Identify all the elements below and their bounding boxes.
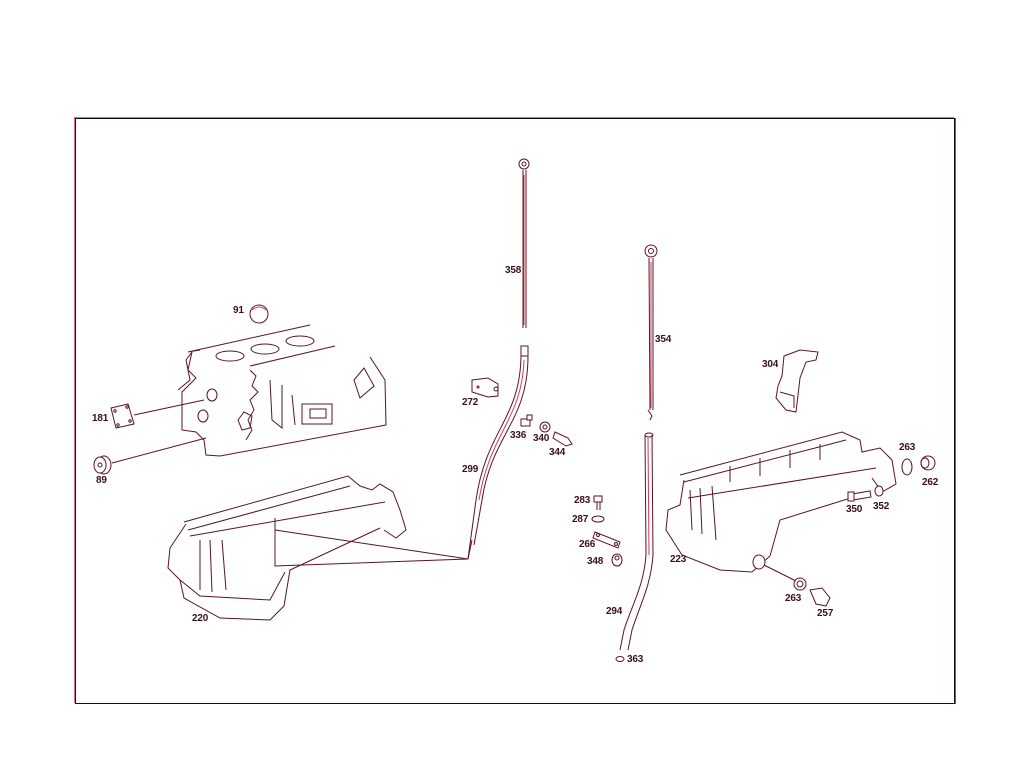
callout-181: 181 bbox=[92, 413, 109, 424]
plug-262[interactable] bbox=[920, 455, 936, 471]
callout-287: 287 bbox=[572, 514, 589, 525]
callout-363: 363 bbox=[627, 654, 644, 665]
bolt-344[interactable] bbox=[552, 431, 573, 447]
seal-263-upper[interactable] bbox=[901, 458, 913, 476]
seal-263-lower[interactable] bbox=[793, 577, 807, 591]
callout-263-upper: 263 bbox=[899, 442, 916, 453]
callout-352: 352 bbox=[873, 501, 890, 512]
part-91-plug[interactable] bbox=[249, 304, 269, 324]
plate-266[interactable] bbox=[592, 531, 621, 549]
bracket-304[interactable] bbox=[775, 349, 819, 413]
callout-294: 294 bbox=[606, 606, 623, 617]
seal-363[interactable] bbox=[615, 656, 625, 662]
diagram-frame bbox=[75, 118, 955, 704]
washer-340[interactable] bbox=[539, 421, 551, 433]
callout-348: 348 bbox=[587, 556, 604, 567]
callout-91: 91 bbox=[233, 305, 244, 316]
callout-223: 223 bbox=[670, 554, 687, 565]
callout-350: 350 bbox=[846, 504, 863, 515]
grommet-348[interactable] bbox=[611, 553, 623, 567]
callout-272: 272 bbox=[462, 397, 479, 408]
oil-pan-220[interactable] bbox=[167, 475, 473, 621]
dipstick-354[interactable] bbox=[644, 244, 658, 421]
callout-358: 358 bbox=[505, 265, 522, 276]
callout-220: 220 bbox=[192, 613, 209, 624]
drain-plug-257[interactable] bbox=[809, 587, 831, 607]
guide-tube-299[interactable] bbox=[467, 345, 529, 560]
callout-257: 257 bbox=[817, 608, 834, 619]
engine-block bbox=[177, 324, 387, 457]
callout-304: 304 bbox=[762, 359, 779, 370]
callout-299: 299 bbox=[462, 464, 479, 475]
clip-336[interactable] bbox=[520, 414, 533, 427]
callout-89: 89 bbox=[96, 475, 107, 486]
callout-354: 354 bbox=[655, 334, 672, 345]
part-89-plug[interactable] bbox=[93, 455, 112, 475]
dipstick-358[interactable] bbox=[518, 158, 530, 328]
washer-352[interactable] bbox=[874, 485, 884, 497]
oil-pan-223[interactable] bbox=[665, 431, 897, 583]
callout-263-lower: 263 bbox=[785, 593, 802, 604]
bracket-272[interactable] bbox=[471, 377, 499, 398]
callout-344: 344 bbox=[549, 447, 566, 458]
part-181-cover[interactable] bbox=[110, 403, 135, 429]
washer-287[interactable] bbox=[591, 515, 605, 523]
callout-340: 340 bbox=[533, 433, 550, 444]
callout-283: 283 bbox=[574, 495, 591, 506]
callout-336: 336 bbox=[510, 430, 527, 441]
guide-tube-294[interactable] bbox=[619, 432, 654, 651]
bolt-350[interactable] bbox=[847, 490, 872, 502]
callout-266: 266 bbox=[579, 539, 596, 550]
bolt-283[interactable] bbox=[593, 495, 603, 510]
callout-262: 262 bbox=[922, 477, 939, 488]
